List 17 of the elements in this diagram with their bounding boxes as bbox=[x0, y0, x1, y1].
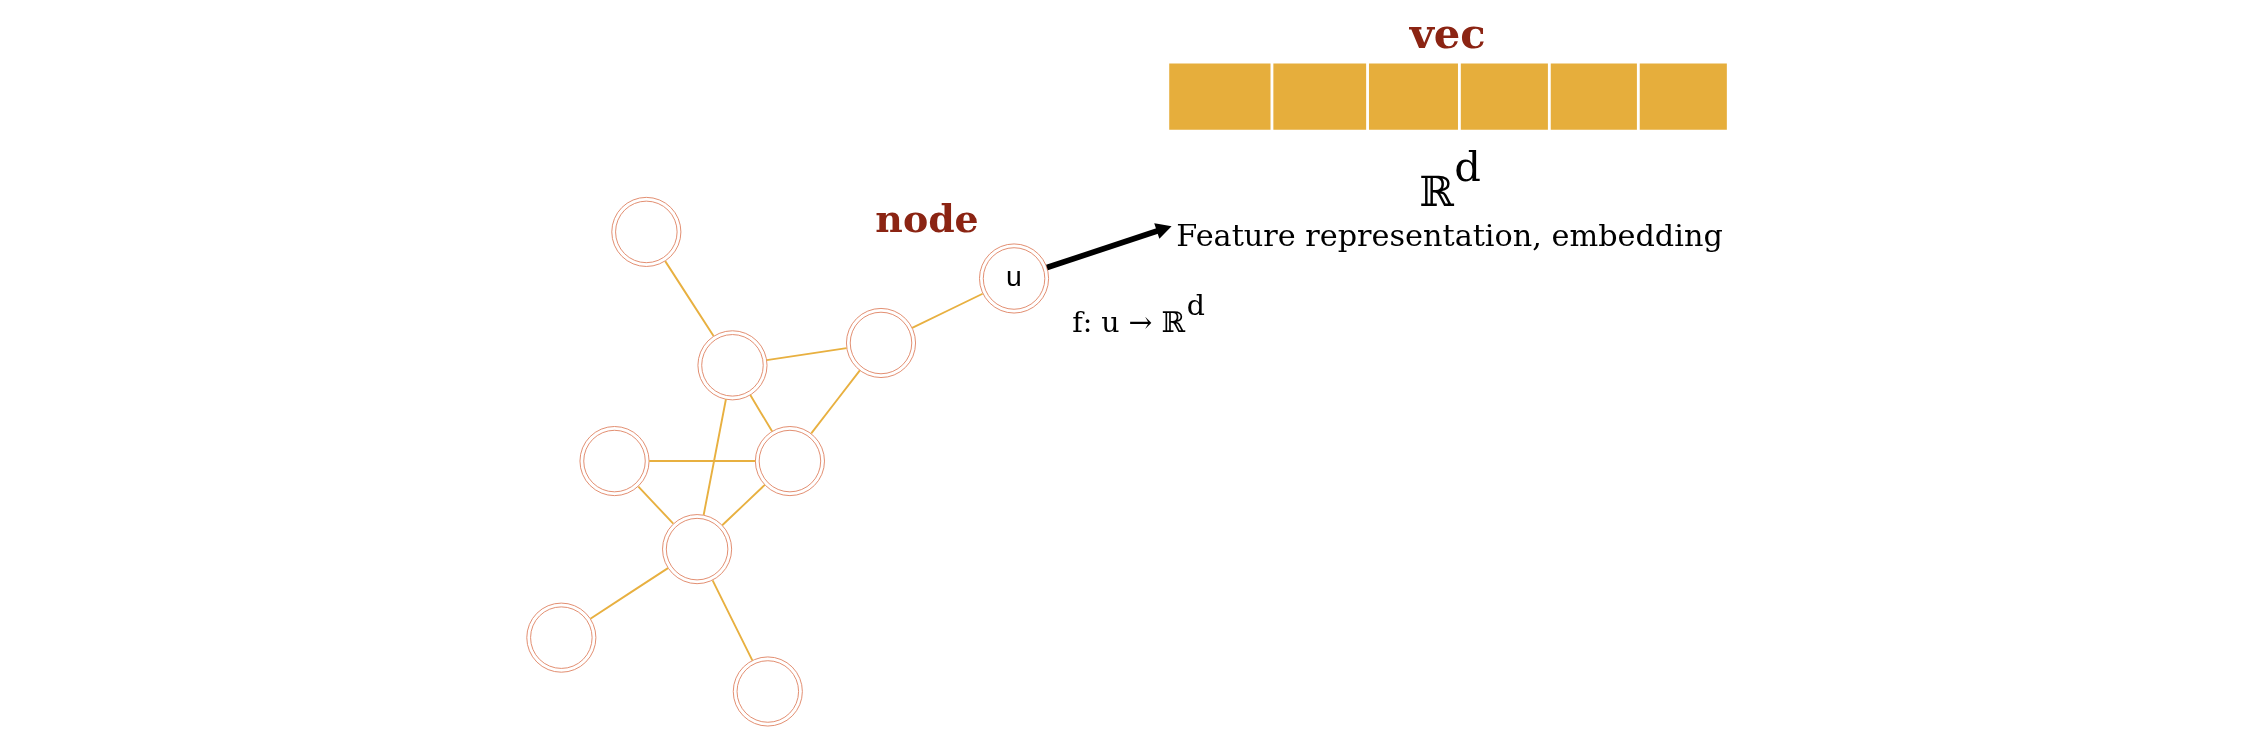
connector bbox=[711, 579, 754, 662]
connector bbox=[589, 567, 669, 620]
connector bbox=[721, 483, 766, 527]
node-circle bbox=[697, 330, 768, 401]
connector bbox=[911, 292, 984, 329]
node-label: Feature representation, embedding bbox=[1176, 217, 1723, 253]
connector bbox=[648, 460, 757, 462]
connector bbox=[810, 369, 861, 435]
connector bbox=[749, 394, 773, 433]
node-circle bbox=[526, 602, 597, 673]
connector bbox=[702, 398, 727, 516]
node-label: node bbox=[875, 195, 979, 241]
arrow bbox=[1046, 223, 1172, 271]
node-label: vec bbox=[1409, 8, 1486, 58]
connector bbox=[637, 485, 675, 525]
connector bbox=[765, 347, 848, 362]
connector bbox=[664, 260, 715, 337]
